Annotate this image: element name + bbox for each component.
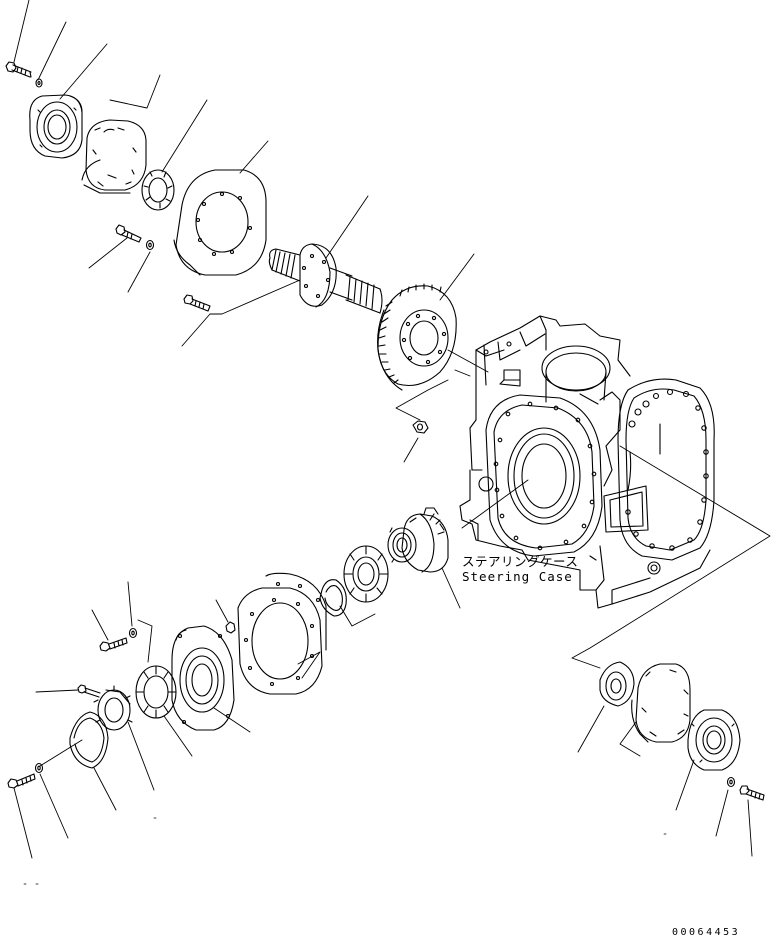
steering-case-label-en: Steering Case [462, 569, 573, 584]
bearing-lower-left [136, 666, 176, 718]
snap-ring-lower [70, 712, 108, 768]
flange-housing-top [174, 170, 266, 275]
leader-lines-middle [396, 350, 488, 462]
nut [413, 421, 428, 433]
stray-marks [24, 818, 666, 884]
lock-nut [94, 686, 132, 730]
lock-bolt [78, 685, 100, 697]
bearing-top [142, 170, 174, 210]
bolt-top-left [6, 62, 31, 77]
washer-top-left [36, 79, 42, 87]
bearing-cage-right [688, 710, 740, 770]
bearing-housing-center [388, 508, 448, 572]
bevel-gear [378, 284, 457, 390]
bearing-cage-lower [172, 626, 234, 730]
bearing-cage-top-left [30, 95, 82, 158]
bolt-lower-left [8, 774, 35, 788]
leader-lines-right [455, 370, 770, 668]
washer-middle-left [147, 241, 154, 250]
bolt-middle-left [116, 225, 141, 242]
drawing-id: 00064453 [672, 927, 741, 938]
shim-set-top [82, 120, 146, 193]
bolt-right [740, 786, 764, 800]
steering-case [460, 316, 714, 608]
leader-lines-lower-left [14, 582, 250, 858]
washer-right [728, 778, 735, 787]
leader-lines-center [298, 568, 460, 678]
bolt-lower-left-upper [100, 638, 127, 651]
bearing-center [344, 546, 388, 602]
bolt-shaft-flange [184, 295, 210, 311]
washer-lower-left-upper [130, 629, 137, 638]
pinion-shaft [269, 244, 382, 313]
gasket-center [238, 573, 326, 694]
washer-lower-left [36, 764, 43, 773]
leader-lines-top [14, 0, 474, 346]
steering-case-label-jp: ステアリングケース [462, 554, 579, 569]
leader-lines-lower-right [578, 706, 752, 856]
plug-lower [226, 622, 235, 633]
shim-set-right [632, 664, 690, 742]
bearing-right [600, 662, 634, 706]
